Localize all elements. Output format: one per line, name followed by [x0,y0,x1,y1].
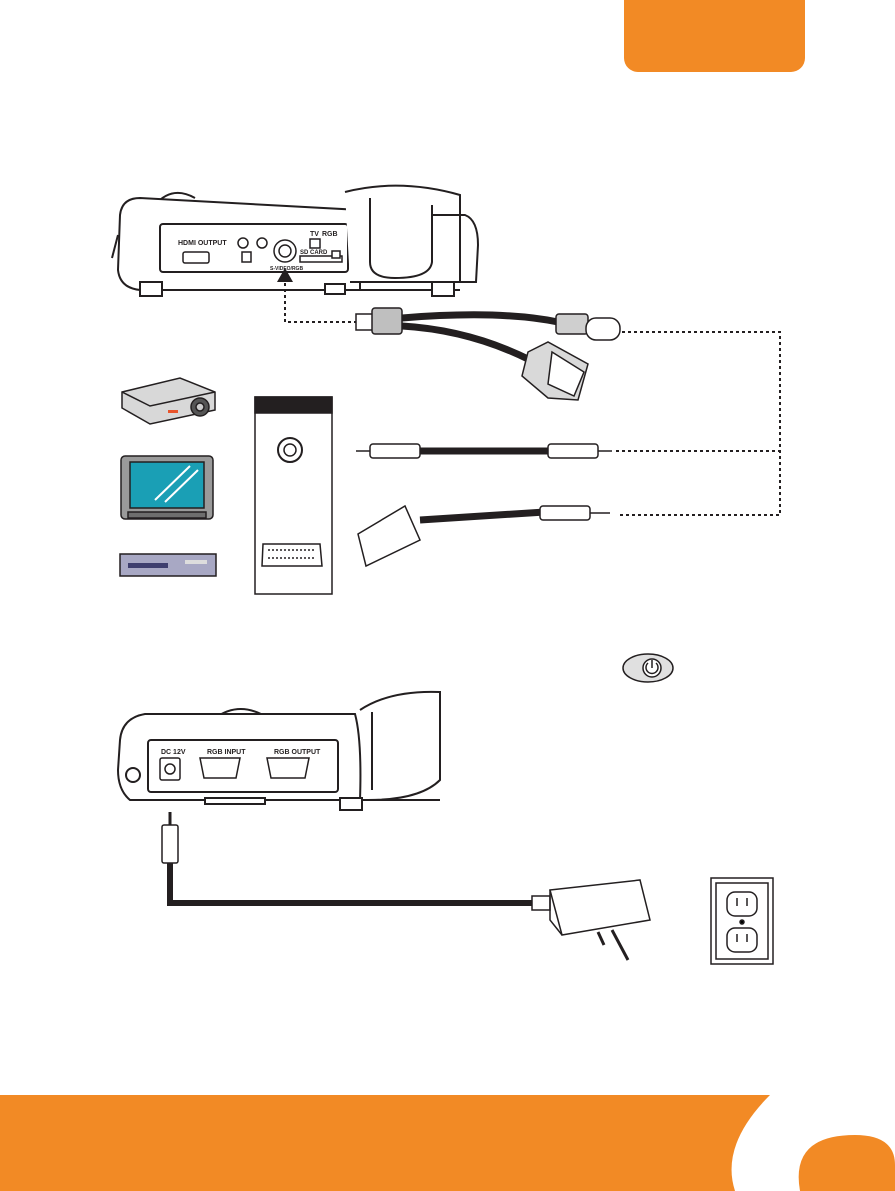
rgb-input-label: RGB INPUT [207,749,246,756]
rgb-output-label: RGB OUTPUT [274,749,321,756]
hdmi-output-label: HDMI OUTPUT [178,240,227,247]
camera-rear-view-top [112,186,478,296]
hdmi-port [183,252,209,263]
svideo-rgb-y-cable [356,308,620,400]
usb-port [242,252,251,262]
tv-icon [121,456,213,519]
dotted-bracket-right [616,332,780,515]
rgb-output-port [267,758,309,778]
wall-outlet-icon [711,878,773,964]
rca-video-cable [356,444,612,458]
power-adapter-icon [532,880,650,960]
dc-power-cable [162,812,535,903]
tv-input-panel [255,397,332,594]
projector-icon [122,378,215,424]
power-button-icon [623,654,673,682]
scart-cable [358,506,610,566]
rgb-label: RGB [322,231,338,238]
tv-label: TV [310,231,319,238]
audio-port [238,238,248,248]
tv-rgb-switch [310,239,320,248]
rgb-input-port [200,758,240,778]
footer-band [0,1095,895,1191]
dvd-player-icon [120,554,216,576]
sd-card-label: SD CARD [300,250,328,256]
dc-12v-label: DC 12V [161,749,186,756]
